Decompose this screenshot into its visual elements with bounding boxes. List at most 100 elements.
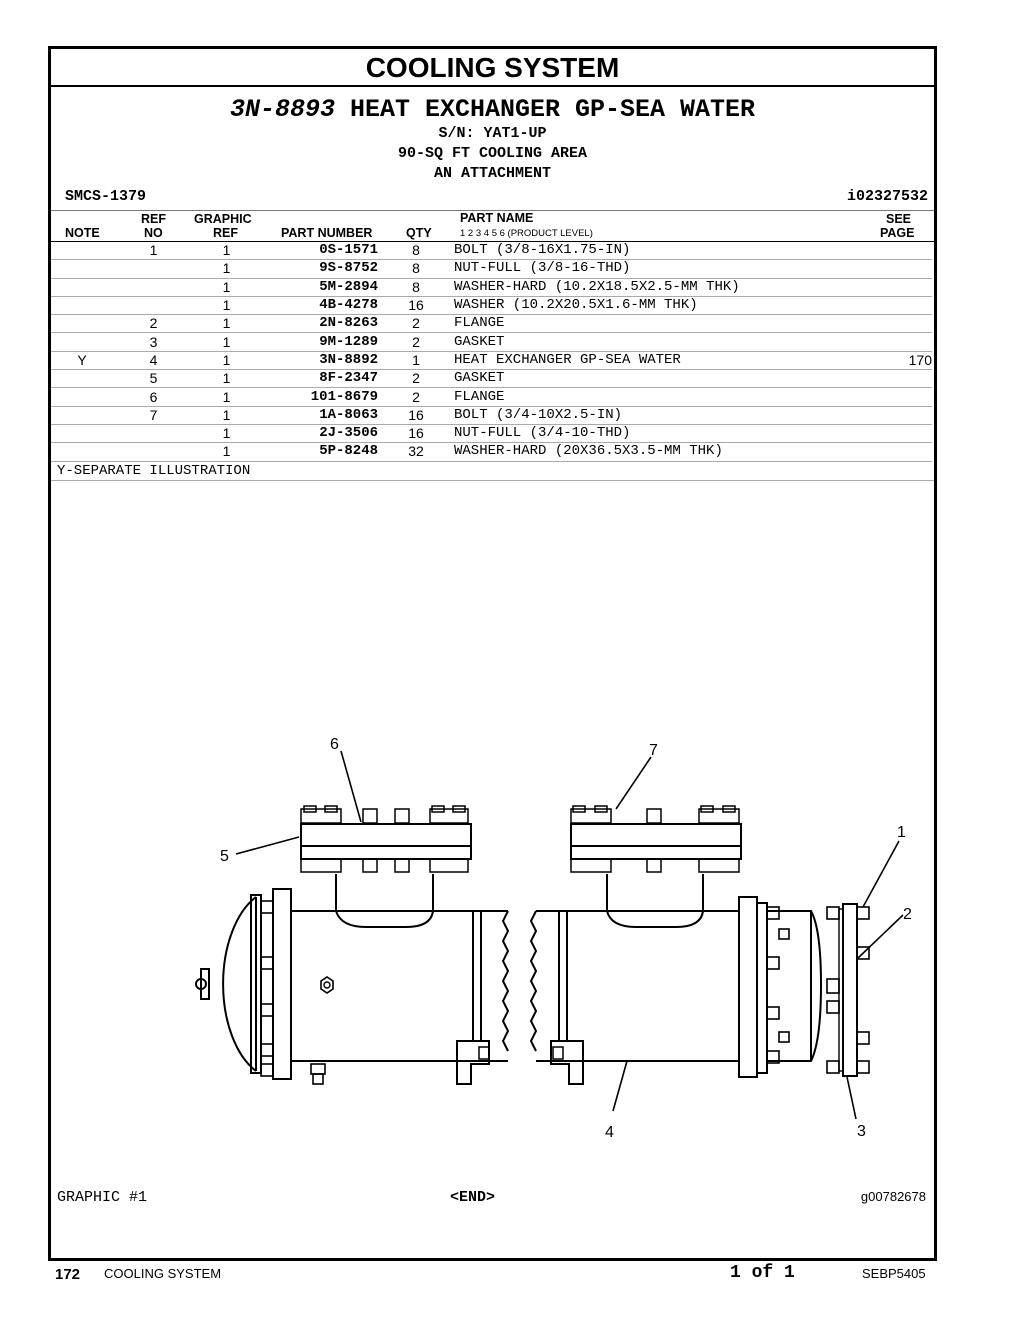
section-title: COOLING SYSTEM xyxy=(51,49,934,87)
cell-name: WASHER-HARD (10.2X18.5X2.5-MM THK) xyxy=(454,278,854,297)
cell-graphic: 1 xyxy=(194,351,259,371)
col-qty: QTY xyxy=(406,226,432,240)
cell-see: 170 xyxy=(854,351,932,371)
cell-ref: 2 xyxy=(113,314,194,334)
cell-name: NUT-FULL (3/8-16-THD) xyxy=(454,259,854,279)
group-name: HEAT EXCHANGER GP-SEA WATER xyxy=(349,95,756,124)
cell-graphic: 1 xyxy=(194,406,259,425)
cell-see xyxy=(854,259,932,279)
callout-6: 6 xyxy=(330,736,339,753)
left-shell-section xyxy=(195,805,510,1085)
callout-5: 5 xyxy=(220,848,229,865)
cell-ref xyxy=(113,278,194,297)
page-frame: COOLING SYSTEM 3N-8893 HEAT EXCHANGER GP… xyxy=(48,46,937,1261)
cell-ref xyxy=(113,442,194,462)
cell-graphic: 1 xyxy=(194,314,259,334)
callout-2: 2 xyxy=(903,906,912,923)
col-ref-top: REF xyxy=(141,212,166,226)
col-part-name: PART NAME xyxy=(460,211,534,225)
cell-see xyxy=(854,406,932,425)
heat-exchanger-illustration: 6 7 5 1 2 4 3 xyxy=(195,736,912,1141)
cell-see xyxy=(854,424,932,444)
group-part-number: 3N-8893 xyxy=(229,95,335,124)
callout-1: 1 xyxy=(897,824,906,841)
cell-see xyxy=(854,332,932,352)
code-row: SMCS-1379 i02327532 xyxy=(51,184,934,211)
cell-graphic: 1 xyxy=(194,387,259,407)
cell-qty: 16 xyxy=(378,406,454,425)
cell-name: FLANGE xyxy=(454,314,854,334)
cell-see xyxy=(854,278,932,297)
cell-ref xyxy=(113,259,194,279)
cell-see xyxy=(854,442,932,462)
graphic-caption-row: GRAPHIC #1 <END> g00782678 xyxy=(51,1189,932,1211)
col-part-number: PART NUMBER xyxy=(281,226,373,240)
cell-qty: 2 xyxy=(378,332,454,352)
cell-part-number: 2J-3506 xyxy=(259,424,378,444)
cell-note xyxy=(51,278,113,297)
cell-ref: 1 xyxy=(113,242,194,261)
group-header: 3N-8893 HEAT EXCHANGER GP-SEA WATER S/N:… xyxy=(51,96,934,184)
cell-note: Y xyxy=(51,351,113,371)
cell-part-number: 5M-2894 xyxy=(259,278,378,297)
cell-name: GASKET xyxy=(454,369,854,389)
cell-qty: 32 xyxy=(378,442,454,462)
cell-qty: 8 xyxy=(378,278,454,297)
cell-name: WASHER (10.2X20.5X1.6-MM THK) xyxy=(454,296,854,316)
cell-see xyxy=(854,369,932,389)
col-see-bottom: PAGE xyxy=(880,226,915,240)
cell-part-number: 1A-8063 xyxy=(259,406,378,425)
callout-7: 7 xyxy=(649,742,658,759)
cell-qty: 8 xyxy=(378,259,454,279)
cell-graphic: 1 xyxy=(194,442,259,462)
cell-qty: 16 xyxy=(378,296,454,316)
callout-labels: 6 7 5 1 2 4 3 xyxy=(220,736,912,1141)
cell-see xyxy=(854,242,932,261)
cell-ref: 3 xyxy=(113,332,194,352)
cell-note xyxy=(51,332,113,352)
cell-name: WASHER-HARD (20X36.5X3.5-MM THK) xyxy=(454,442,854,462)
cell-part-number: 2N-8263 xyxy=(259,314,378,334)
cell-qty: 2 xyxy=(378,369,454,389)
cell-note xyxy=(51,314,113,334)
column-headers: NOTE REF NO GRAPHIC REF PART NUMBER QTY … xyxy=(51,211,934,242)
cell-ref xyxy=(113,424,194,444)
cell-note xyxy=(51,259,113,279)
cell-note xyxy=(51,242,113,261)
col-graphic-top: GRAPHIC xyxy=(194,212,252,226)
cell-note xyxy=(51,406,113,425)
cooling-area: 90-SQ FT COOLING AREA xyxy=(397,145,588,162)
callout-4: 4 xyxy=(605,1124,614,1141)
right-shell-section xyxy=(529,805,870,1085)
cell-part-number: 5P-8248 xyxy=(259,442,378,462)
cell-graphic: 1 xyxy=(194,332,259,352)
footer-section: COOLING SYSTEM xyxy=(104,1266,222,1281)
cell-graphic: 1 xyxy=(194,259,259,279)
cell-part-number: 101-8679 xyxy=(259,387,378,407)
cell-ref: 4 xyxy=(113,351,194,371)
end-marker: <END> xyxy=(450,1189,496,1206)
page-footer: 172 COOLING SYSTEM 1 of 1 SEBP5405 xyxy=(0,1263,1020,1286)
page-number: 172 xyxy=(55,1266,81,1283)
cell-note xyxy=(51,442,113,462)
cell-graphic: 1 xyxy=(194,296,259,316)
cell-part-number: 9M-1289 xyxy=(259,332,378,352)
cell-note xyxy=(51,369,113,389)
serial-range: S/N: YAT1-UP xyxy=(438,125,547,142)
cell-part-number: 3N-8892 xyxy=(259,351,378,371)
cell-note xyxy=(51,296,113,316)
cell-qty: 2 xyxy=(378,314,454,334)
graphic-id: g00782678 xyxy=(860,1189,926,1204)
col-note: NOTE xyxy=(65,226,100,240)
cell-qty: 8 xyxy=(378,242,454,261)
